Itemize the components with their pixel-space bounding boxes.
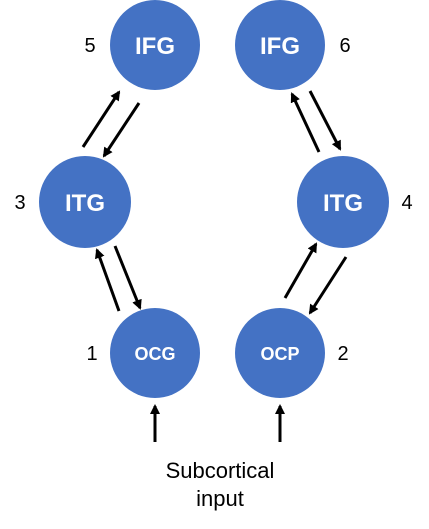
arrow-ocp-to-itg-right	[283, 242, 318, 299]
node-index-1: 1	[86, 343, 97, 365]
arrow-ifg-left-to-itg-left	[102, 102, 141, 158]
node-circle	[235, 0, 325, 90]
arrow-ifg-right-to-itg-right	[308, 90, 342, 151]
node-label: IFG	[135, 33, 175, 60]
node-label: ITG	[65, 190, 105, 217]
node-ocg: OCG	[110, 308, 200, 398]
arrow-itg-left-to-ifg-left	[81, 90, 121, 148]
arrow-ocg-to-itg-left	[95, 248, 121, 312]
node-itg-right: ITG	[297, 156, 389, 248]
input-label-line1: Subcortical	[166, 458, 275, 483]
arrow-itg-right-to-ocp	[308, 256, 348, 315]
node-circle	[110, 308, 200, 398]
node-label: IFG	[260, 33, 300, 60]
node-index-2: 2	[337, 343, 348, 365]
node-index-5: 5	[84, 35, 95, 57]
node-circle	[110, 0, 200, 90]
node-ocp: OCP	[235, 308, 325, 398]
node-ifg-right: IFG	[235, 0, 325, 90]
node-label: OCG	[134, 344, 175, 364]
subcortical-input-label: Subcortical input	[166, 458, 275, 511]
node-itg-left: ITG	[39, 156, 131, 248]
node-circle	[39, 156, 131, 248]
input-arrows	[150, 404, 285, 442]
node-label: OCP	[260, 344, 299, 364]
edges-left	[81, 90, 142, 312]
node-index-3: 3	[14, 192, 25, 214]
node-label: ITG	[323, 190, 363, 217]
arrow-itg-left-to-ocg	[113, 245, 142, 310]
input-label-line2: input	[196, 486, 244, 511]
node-ifg-left: IFG	[110, 0, 200, 90]
node-circle	[235, 308, 325, 398]
arrow-itg-right-to-ifg-right	[290, 92, 321, 153]
node-circle	[297, 156, 389, 248]
node-index-4: 4	[401, 192, 412, 214]
edges-right	[283, 90, 348, 315]
node-index-6: 6	[339, 35, 350, 57]
